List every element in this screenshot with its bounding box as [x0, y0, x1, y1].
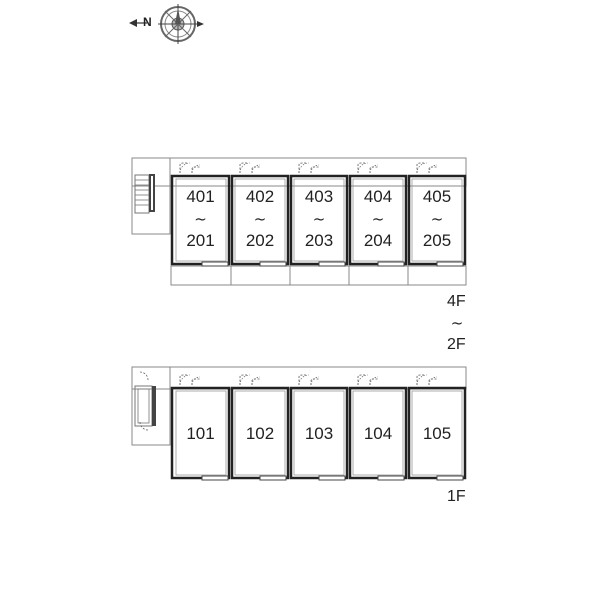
unit-number-top: 403 — [304, 187, 334, 206]
unit-number-top: 401 — [186, 187, 215, 206]
unit-label-104: 104 — [363, 424, 393, 443]
unit-range-tilde: ~ — [430, 210, 444, 228]
unit-number-bottom: 201 — [186, 231, 215, 250]
unit-range-tilde: ~ — [371, 210, 385, 228]
floor-label-2f: 2F — [447, 336, 466, 353]
unit-range-tilde: ~ — [312, 210, 326, 228]
unit-label-102: 102 — [245, 424, 275, 443]
unit-label-103: 103 — [304, 424, 334, 443]
unit-number-bottom: 203 — [304, 231, 334, 250]
compass-rose-icon — [129, 4, 204, 44]
floor-label-1f: 1F — [447, 488, 466, 505]
unit-range-tilde: ~ — [194, 210, 207, 228]
unit-number-bottom: 205 — [422, 231, 452, 250]
unit-range-tilde: ~ — [253, 210, 267, 228]
compass-north-label: N — [143, 15, 152, 29]
unit-number-top: 404 — [363, 187, 393, 206]
unit-number-top: 405 — [422, 187, 452, 206]
floor-label-4f: 4F — [447, 293, 466, 310]
unit-number-bottom: 204 — [363, 231, 393, 250]
unit-number-top: 402 — [245, 187, 275, 206]
unit-label-101: 101 — [186, 424, 215, 443]
unit-number-bottom: 202 — [245, 231, 275, 250]
floor-range-tilde: ~ — [450, 314, 464, 332]
unit-label-105: 105 — [422, 424, 452, 443]
